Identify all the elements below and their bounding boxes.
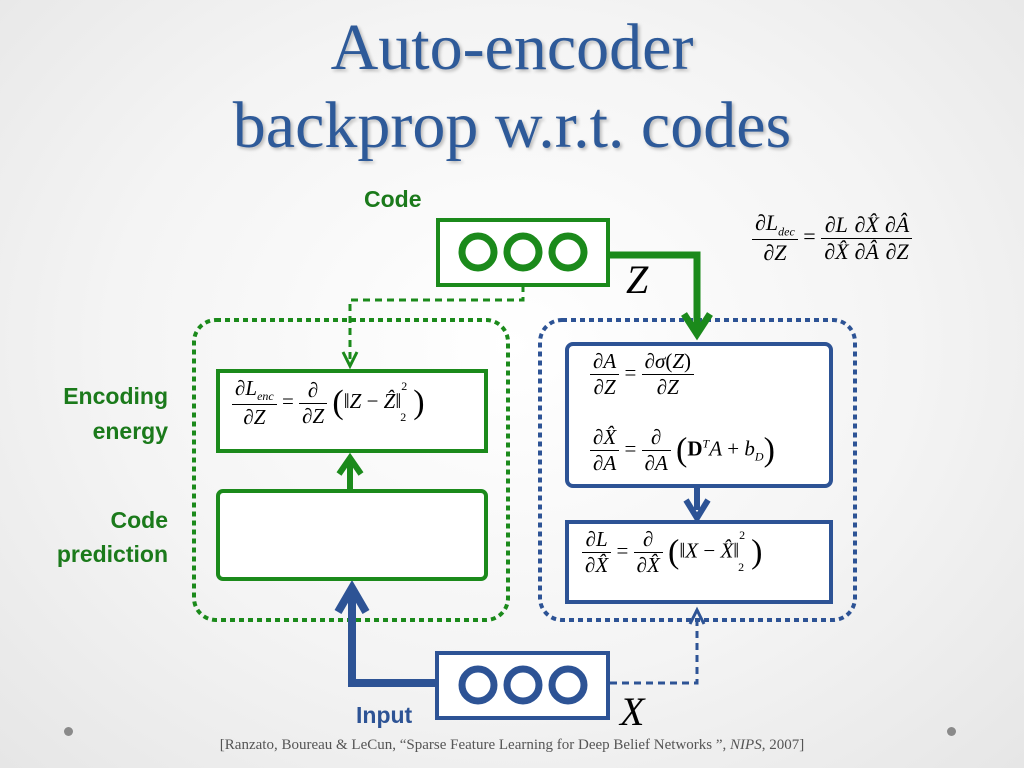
- decoder-activation-box: [565, 342, 833, 488]
- citation-venue: NIPS: [730, 737, 762, 753]
- encoding-energy-label-line1: Encoding: [63, 383, 168, 409]
- code-variable-z: Z: [626, 257, 649, 302]
- encoding-energy-label-line2: energy: [92, 418, 168, 444]
- code-prediction-label-line2: prediction: [56, 541, 168, 567]
- input-label: Input: [356, 702, 413, 728]
- slide-decoration-dot-left: [64, 727, 73, 736]
- citation-text: [Ranzato, Boureau & LeCun, “Sparse Featu…: [219, 737, 731, 753]
- reconstruction-energy-box: [565, 520, 833, 604]
- encoding-energy-box: [216, 369, 488, 453]
- code-to-decoder-arrow: [608, 251, 701, 330]
- input-unit-2: [503, 665, 543, 705]
- slide-title-line-2: backprop w.r.t. codes: [232, 89, 792, 162]
- code-unit-1: [458, 232, 498, 272]
- input-to-decoder-dashed-arrow: [610, 616, 699, 685]
- slide-decoration-dot-right: [947, 727, 956, 736]
- input-unit-1: [458, 665, 498, 705]
- citation: [Ranzato, Boureau & LeCun, “Sparse Featu…: [0, 737, 1024, 754]
- reconstruction-energy-equation: ∂L∂X̂ = ∂∂X̂ (‖X − X̂‖22): [582, 527, 763, 578]
- decoder-derivative-equation: ∂X̂∂A = ∂∂A (DTA + bD): [590, 425, 775, 476]
- code-label: Code: [364, 186, 422, 212]
- code-unit-3: [548, 232, 588, 272]
- code-units-box: [436, 218, 610, 287]
- code-unit-2: [503, 232, 543, 272]
- chain-rule-equation: ∂Ldec∂Z = ∂L∂X̂∂X̂∂Â∂Â∂Z: [752, 210, 913, 266]
- slide-title-line-1: Auto-encoder: [330, 11, 694, 84]
- input-unit-3: [548, 665, 588, 705]
- encoding-energy-equation: ∂Lenc∂Z = ∂∂Z (‖Z − Ẑ‖22): [232, 376, 425, 430]
- input-variable-x: X: [620, 689, 645, 734]
- citation-year: , 2007]: [761, 737, 805, 753]
- code-prediction-box: [216, 489, 488, 581]
- input-to-encoder-arrow: [348, 590, 437, 687]
- code-to-energy-dashed-arrow: [348, 285, 525, 362]
- activation-derivative-equation: ∂A∂Z = ∂σ(Z)∂Z: [590, 349, 694, 400]
- code-prediction-label-line1: Code: [110, 507, 169, 533]
